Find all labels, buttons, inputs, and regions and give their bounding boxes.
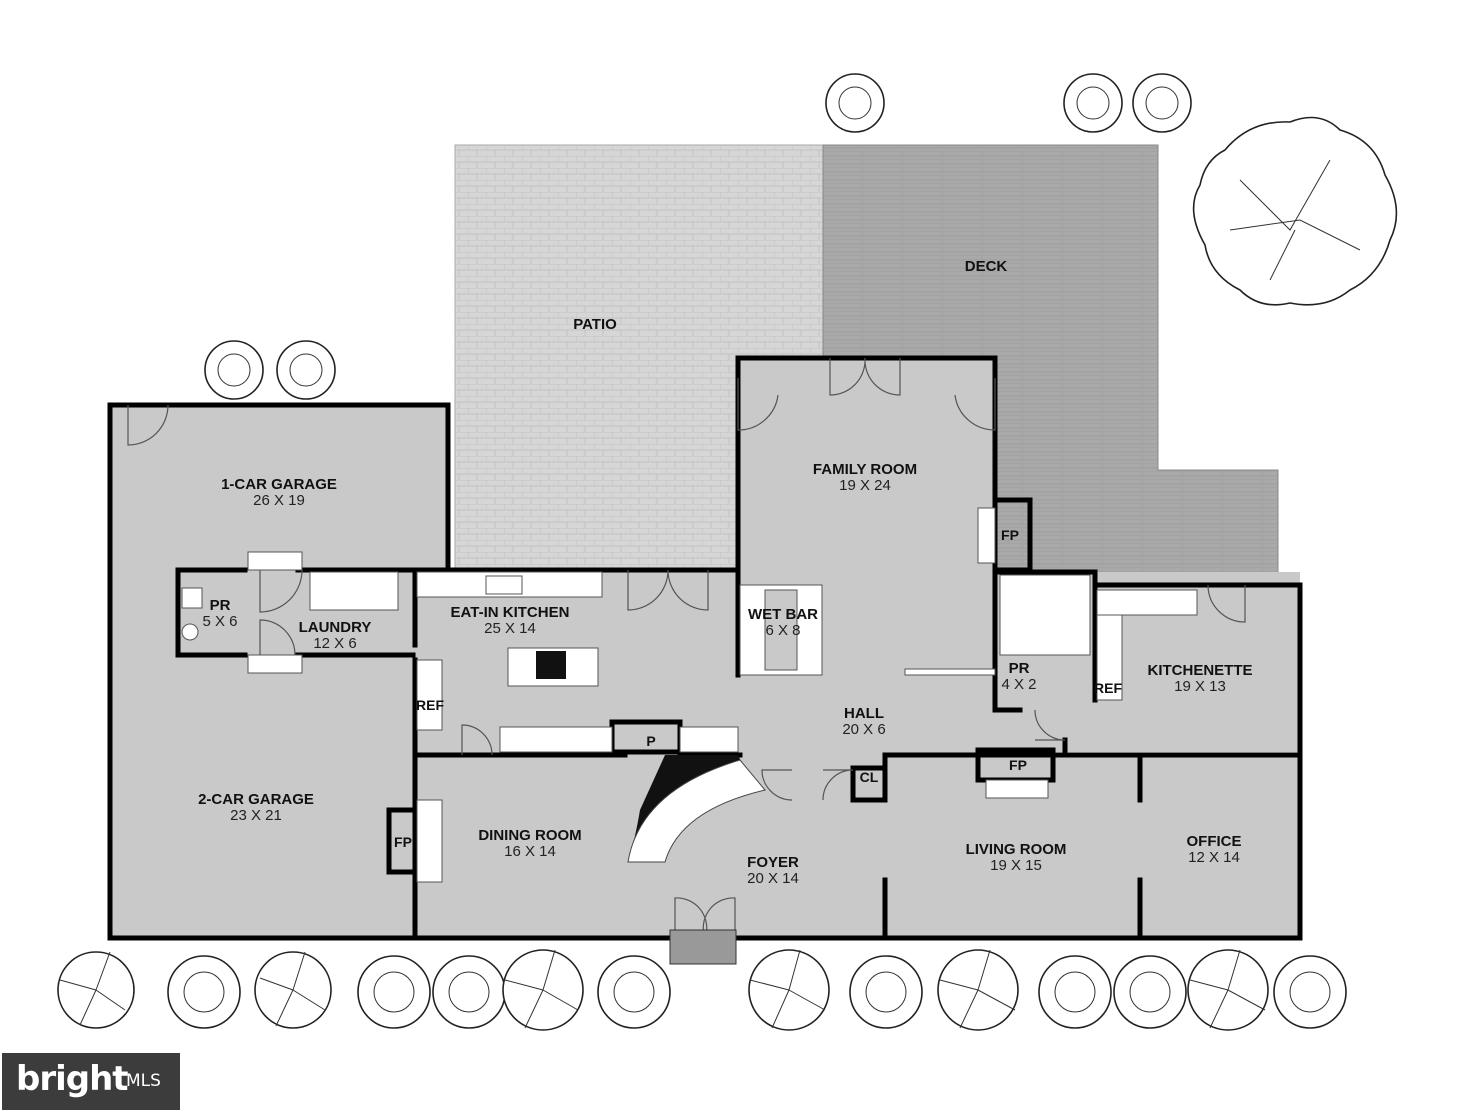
size-powder-right: 4 X 2 xyxy=(1001,676,1036,693)
label-eat-in-kitchen: EAT-IN KITCHEN xyxy=(451,604,570,621)
label-powder-left: PR xyxy=(210,597,231,614)
front-step xyxy=(669,929,737,965)
logo-brand-text: bright xyxy=(16,1059,129,1099)
label-laundry: LAUNDRY xyxy=(299,619,372,636)
label-living-room: LIVING ROOM xyxy=(966,841,1067,858)
label-fp-garage: FP xyxy=(394,834,412,850)
label-deck: DECK xyxy=(965,258,1008,275)
size-powder-left: 5 X 6 xyxy=(202,613,237,630)
label-office: OFFICE xyxy=(1187,833,1242,850)
size-living-room: 19 X 15 xyxy=(990,857,1042,874)
logo-suffix-text: MLS xyxy=(126,1071,161,1091)
size-hall: 20 X 6 xyxy=(842,721,885,738)
fixtures xyxy=(181,507,1198,883)
size-family-room: 19 X 24 xyxy=(839,477,891,494)
label-powder-right: PR xyxy=(1009,660,1030,677)
label-ref-kitchenette: REF xyxy=(1094,680,1122,696)
label-fp-living: FP xyxy=(1009,757,1027,773)
label-foyer: FOYER xyxy=(747,854,799,871)
size-eat-in-kitchen: 25 X 14 xyxy=(484,620,536,637)
door-swings xyxy=(127,357,1246,939)
size-one-car-garage: 26 X 19 xyxy=(253,492,305,509)
size-foyer: 20 X 14 xyxy=(747,870,799,887)
label-fp-family: FP xyxy=(1001,527,1019,543)
label-kitchenette: KITCHENETTE xyxy=(1148,662,1253,679)
size-wet-bar: 6 X 8 xyxy=(765,622,800,639)
size-dining-room: 16 X 14 xyxy=(504,843,556,860)
label-patio: PATIO xyxy=(573,316,617,333)
brand-logo: bright MLS xyxy=(2,1053,180,1110)
label-ref-kitchen: REF xyxy=(416,697,444,713)
size-office: 12 X 14 xyxy=(1188,849,1240,866)
label-closet: CL xyxy=(860,769,879,785)
label-pantry: P xyxy=(646,733,655,749)
size-laundry: 12 X 6 xyxy=(313,635,356,652)
label-family-room: FAMILY ROOM xyxy=(813,461,917,478)
label-hall: HALL xyxy=(844,705,884,722)
size-two-car-garage: 23 X 21 xyxy=(230,807,282,824)
label-one-car-garage: 1-CAR GARAGE xyxy=(221,476,337,493)
label-wet-bar: WET BAR xyxy=(748,606,818,623)
size-kitchenette: 19 X 13 xyxy=(1174,678,1226,695)
label-dining-room: DINING ROOM xyxy=(478,827,581,844)
trees xyxy=(57,73,1398,1031)
label-two-car-garage: 2-CAR GARAGE xyxy=(198,791,314,808)
